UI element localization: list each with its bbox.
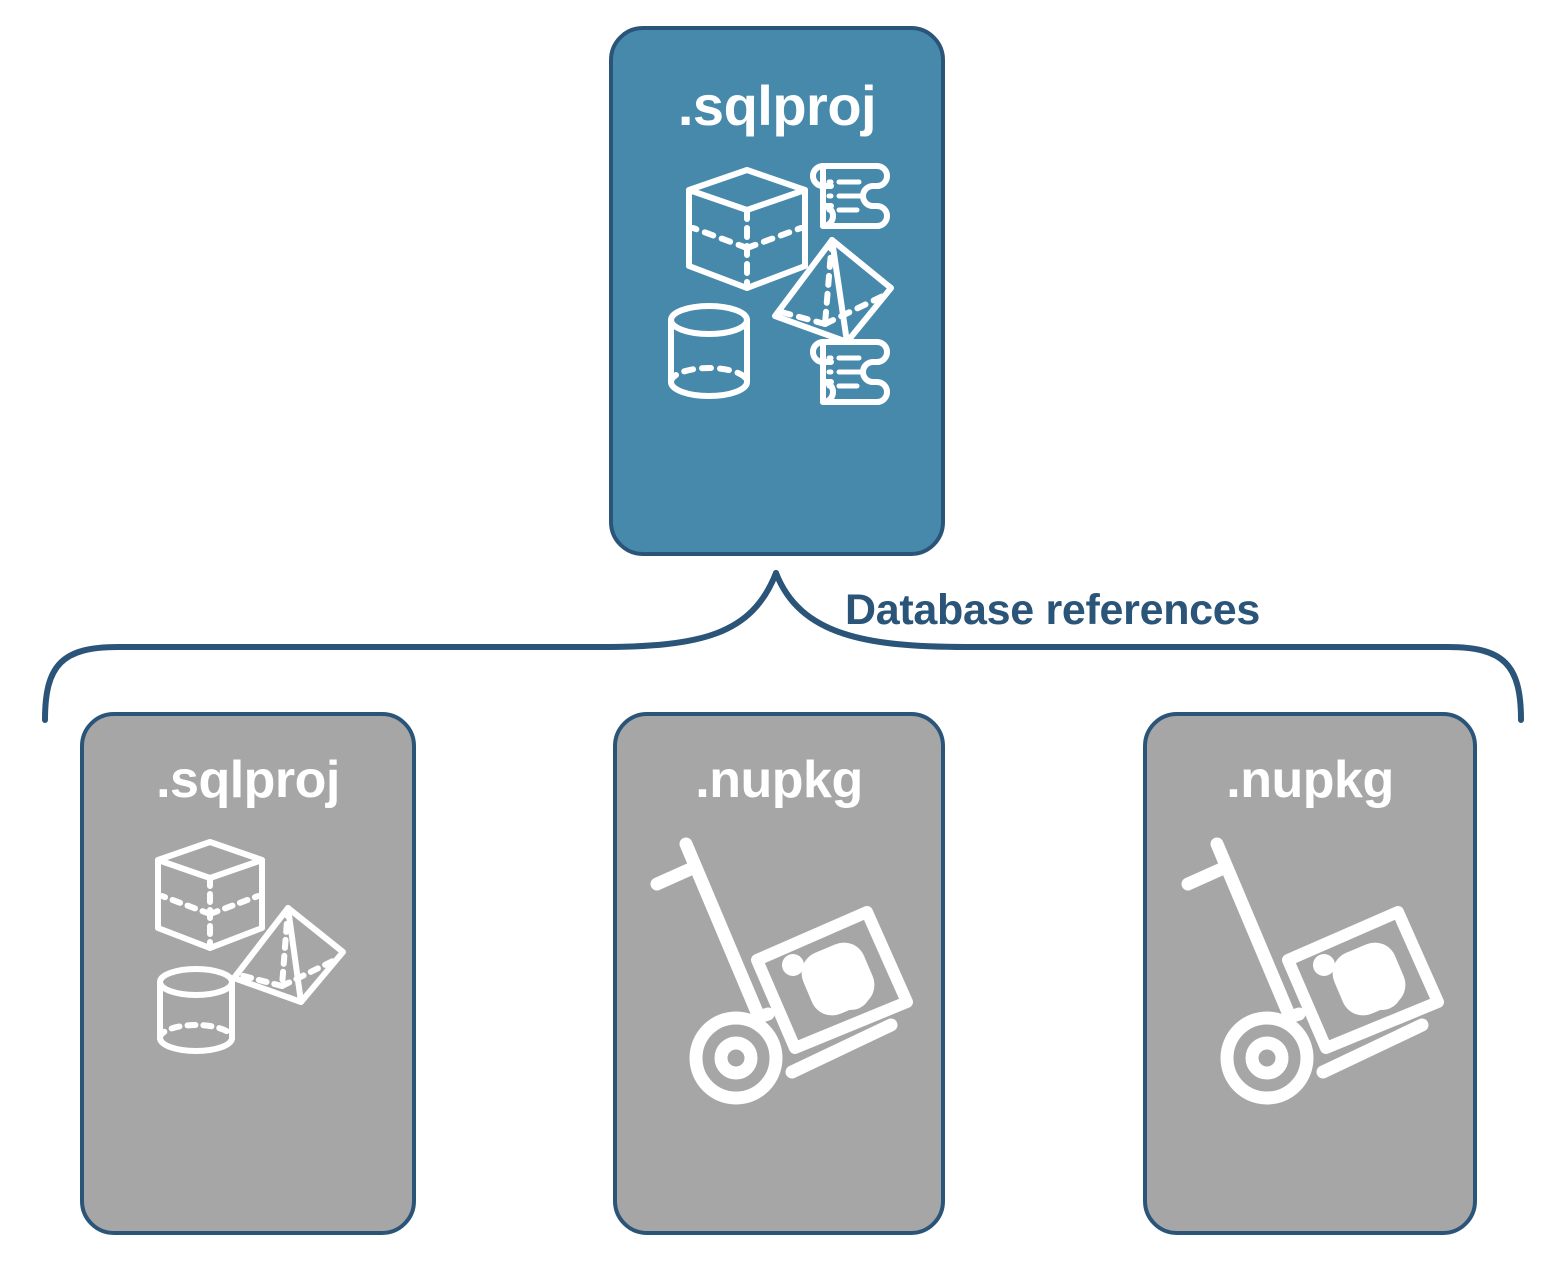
- hand-truck-package-icon: [650, 837, 913, 1105]
- reference-card-nupkg-2[interactable]: .nupkg: [1143, 712, 1477, 1235]
- root-card-title: .sqlproj: [677, 74, 877, 137]
- cylinder-icon: [157, 966, 235, 1054]
- hand-truck-package-icon: [1181, 837, 1444, 1105]
- reference-card-title: .nupkg: [1226, 751, 1394, 809]
- cube-icon: [155, 839, 265, 951]
- pyramid-icon: [772, 237, 894, 345]
- reference-card-nupkg-1[interactable]: .nupkg: [613, 712, 945, 1235]
- scroll-icon: [810, 339, 890, 405]
- reference-card-artwork: [629, 822, 929, 1112]
- reference-card-artwork: [1160, 822, 1460, 1112]
- reference-card-title: .sqlproj: [156, 751, 340, 809]
- reference-card-artwork: [138, 830, 358, 1060]
- cylinder-icon: [668, 303, 750, 399]
- cube-icon: [686, 167, 808, 291]
- reference-card-sqlproj[interactable]: .sqlproj: [80, 712, 416, 1235]
- bracket-label: Database references: [845, 586, 1260, 634]
- root-card-artwork: [647, 148, 907, 418]
- reference-card-title: .nupkg: [695, 751, 863, 809]
- root-sqlproj-card[interactable]: .sqlproj: [609, 26, 945, 556]
- pyramid-icon: [231, 905, 346, 1005]
- scroll-icon: [810, 163, 890, 229]
